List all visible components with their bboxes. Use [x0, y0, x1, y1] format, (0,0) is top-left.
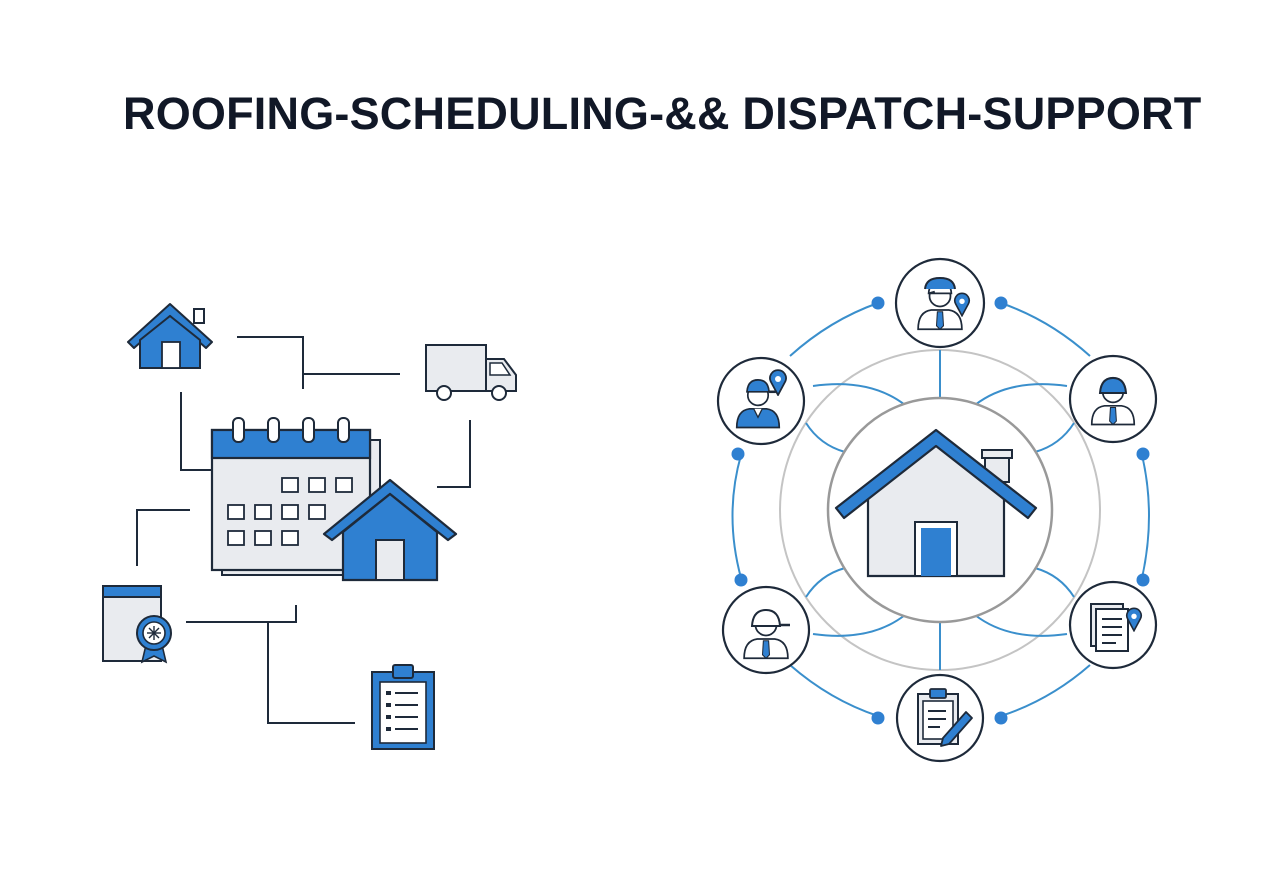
dispatcher-icon — [894, 257, 986, 349]
page-title: ROOFING-SCHEDULING-&& DISPATCH-SUPPORT — [123, 88, 1202, 139]
house-icon — [826, 396, 1054, 624]
clipboard-checklist-icon — [371, 664, 435, 750]
house-icon — [322, 478, 458, 582]
field-worker-icon — [721, 585, 811, 675]
clipboard-pen-icon — [895, 673, 985, 763]
left-connectors — [136, 336, 471, 724]
certificate-document-icon — [102, 585, 172, 664]
connector-dots — [731, 296, 1150, 725]
outer-connector-arcs — [731, 302, 1150, 717]
delivery-truck-icon — [425, 344, 517, 401]
document-location-icon — [1068, 580, 1158, 670]
house-icon — [127, 303, 213, 369]
roofer-cap-icon — [1068, 354, 1158, 444]
technician-location-icon — [716, 356, 806, 446]
hub-spokes — [805, 350, 1075, 670]
